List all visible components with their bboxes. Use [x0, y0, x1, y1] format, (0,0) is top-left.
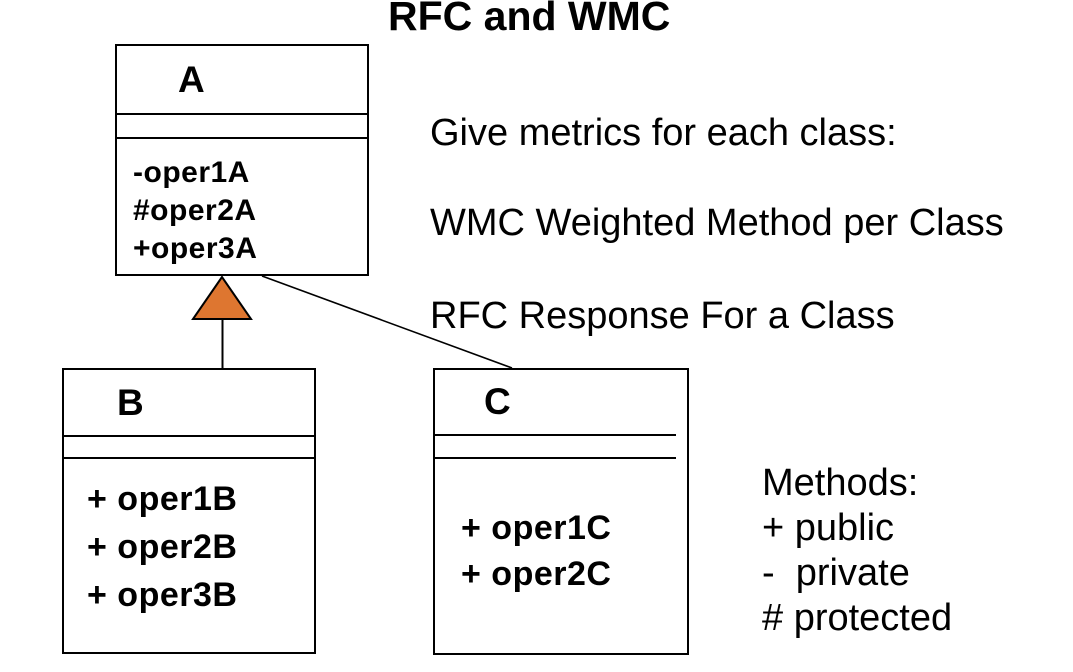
class-c-attributes-compartment	[435, 434, 687, 457]
class-b-member: + oper1B	[87, 480, 238, 518]
class-b-member: + oper2B	[87, 528, 238, 566]
class-b-operations-compartment: + oper1B + oper2B + oper3B	[64, 459, 314, 619]
legend-item-public: + public	[762, 507, 895, 549]
note-rfc-definition: RFC Response For a Class	[430, 295, 895, 337]
legend-item-private: - private	[762, 552, 910, 594]
methods-legend: Methods: + public - private # protected	[762, 461, 952, 641]
class-box-a: A -oper1A #oper2A +oper3A	[115, 44, 369, 276]
class-b-attributes-compartment	[64, 437, 314, 459]
legend-heading: Methods:	[762, 462, 919, 504]
class-b-member: + oper3B	[87, 576, 238, 614]
class-a-attributes-compartment	[117, 115, 367, 139]
slide-title: RFC and WMC	[388, 0, 671, 39]
class-a-name: A	[117, 46, 367, 115]
class-c-operations-compartment: + oper1C + oper2C	[435, 457, 687, 597]
class-a-operations-compartment: -oper1A #oper2A +oper3A	[117, 139, 367, 268]
inheritance-triangle-icon	[191, 275, 253, 320]
class-box-b: B + oper1B + oper2B + oper3B	[62, 368, 316, 654]
legend-item-protected: # protected	[762, 597, 953, 639]
class-c-separator	[435, 434, 676, 436]
note-give-metrics: Give metrics for each class:	[430, 112, 897, 154]
class-b-name: B	[64, 370, 314, 437]
class-box-c: C + oper1C + oper2C	[433, 368, 689, 655]
class-c-member: + oper2C	[461, 555, 612, 593]
association-line-a-c	[261, 275, 513, 369]
class-c-separator	[435, 457, 676, 459]
class-c-name: C	[484, 381, 511, 422]
class-a-member: +oper3A	[133, 232, 258, 265]
class-c-member: + oper1C	[461, 509, 612, 547]
note-wmc-definition: WMC Weighted Method per Class	[430, 202, 1004, 244]
class-a-member: #oper2A	[133, 194, 257, 227]
class-a-member: -oper1A	[133, 156, 250, 189]
